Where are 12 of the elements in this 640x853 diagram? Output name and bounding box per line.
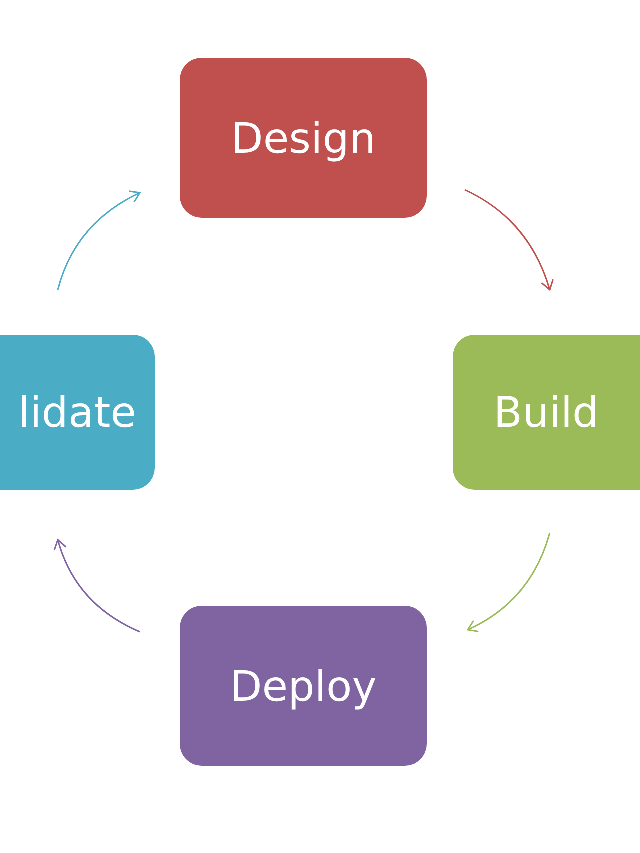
curved-arrow bbox=[54, 539, 140, 633]
stage-label: Design bbox=[230, 114, 376, 162]
curved-arrow bbox=[57, 190, 141, 290]
stage-label: lidate bbox=[18, 388, 137, 437]
stage-label: Deploy bbox=[230, 662, 378, 710]
stage-box bbox=[453, 335, 640, 490]
stage-label: Build bbox=[494, 388, 600, 437]
stage-box bbox=[180, 58, 427, 218]
stage-box bbox=[180, 606, 427, 766]
curved-arrow bbox=[464, 189, 554, 291]
curved-arrow bbox=[467, 532, 551, 632]
stage-box bbox=[0, 335, 155, 490]
